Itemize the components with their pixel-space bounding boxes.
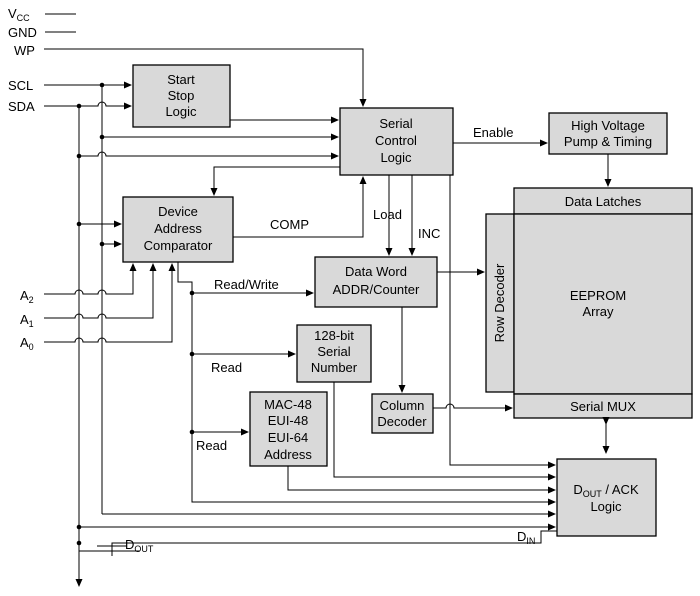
pin-wp-label: WP (14, 43, 35, 58)
read-write-label: Read/Write (214, 277, 279, 292)
svg-text:Address: Address (264, 447, 312, 462)
read-label-mac: Read (196, 438, 227, 453)
svg-text:Comparator: Comparator (144, 238, 213, 253)
start-stop-logic-block: Start Stop Logic (132, 64, 231, 128)
dout-wire (111, 530, 557, 556)
sda-to-control-wire (79, 151, 339, 160)
column-decoder-to-mux-wire (433, 403, 513, 412)
inc-label: INC (418, 226, 440, 241)
junction-dot (76, 103, 82, 109)
junction-dot (99, 241, 105, 247)
din-label: DIN (517, 529, 535, 546)
svg-text:Device: Device (158, 204, 198, 219)
comp-label: COMP (270, 217, 309, 232)
eeprom-label-1: EEPROM (570, 288, 626, 303)
pin-scl-label: SCL (8, 78, 33, 93)
sda-wire (44, 101, 132, 110)
pin-a0-label: A0 (20, 335, 34, 352)
serial-mux-label: Serial MUX (570, 399, 636, 414)
svg-text:Stop: Stop (168, 88, 195, 103)
high-voltage-pump-block: High Voltage Pump & Timing (548, 112, 668, 155)
eeprom-array-block (513, 213, 693, 395)
junction-dot (76, 153, 82, 159)
row-decoder-label: Row Decoder (492, 263, 507, 342)
enable-label: Enable (473, 125, 513, 140)
svg-text:Pump & Timing: Pump & Timing (564, 134, 652, 149)
junction-dot (76, 540, 82, 546)
pin-a1-label: A1 (20, 312, 34, 329)
svg-text:Logic: Logic (590, 499, 622, 514)
svg-text:128-bit: 128-bit (314, 328, 354, 343)
svg-text:Logic: Logic (165, 104, 197, 119)
data-latches-label: Data Latches (565, 194, 642, 209)
pin-a2-label: A2 (20, 288, 34, 305)
junction-dot (99, 134, 105, 140)
junction-dot (189, 290, 195, 296)
control-to-dout-wire (449, 175, 556, 469)
serial-control-logic-block: Serial Control Logic (339, 107, 454, 176)
junction-dot (76, 524, 82, 530)
junction-dot (189, 429, 195, 435)
junction-dot (76, 221, 82, 227)
svg-text:Start: Start (167, 72, 195, 87)
data-word-counter-block: Data Word ADDR/Counter (314, 256, 438, 308)
eeprom-label-2: Array (582, 304, 614, 319)
comp-wire (233, 176, 367, 238)
pin-gnd-label: GND (8, 25, 37, 40)
device-to-dout-wire (177, 262, 556, 506)
load-label: Load (373, 207, 402, 222)
a1-wire (44, 263, 157, 319)
serial-number-to-dout-wire (333, 382, 556, 481)
junction-dot (189, 351, 195, 357)
junction-dot (99, 82, 105, 88)
svg-text:Address: Address (154, 221, 202, 236)
pin-sda-label: SDA (8, 99, 35, 114)
mac-to-dout-wire (287, 466, 556, 494)
serial-number-block: 128-bit Serial Number (296, 324, 372, 383)
wp-wire (44, 48, 367, 107)
svg-text:ADDR/Counter: ADDR/Counter (333, 282, 420, 297)
svg-text:EUI-48: EUI-48 (268, 413, 308, 428)
data-latches-block (513, 187, 693, 215)
svg-text:MAC-48: MAC-48 (264, 397, 312, 412)
svg-text:Decoder: Decoder (377, 414, 427, 429)
read-label-serial: Read (211, 360, 242, 375)
svg-text:Number: Number (311, 360, 358, 375)
dout-label: DOUT (125, 537, 154, 554)
eeprom-assembly: Row Decoder Data Latches EEPROM Array Se… (485, 187, 693, 419)
svg-text:High Voltage: High Voltage (571, 118, 645, 133)
svg-text:Data Word: Data Word (345, 264, 407, 279)
svg-text:Control: Control (375, 133, 417, 148)
svg-text:Logic: Logic (380, 150, 412, 165)
pin-vcc-label: VCC (8, 6, 30, 23)
svg-text:Column: Column (380, 398, 425, 413)
device-address-comparator-block: Device Address Comparator (122, 196, 234, 263)
a0-wire (44, 263, 176, 343)
a2-wire (44, 263, 137, 295)
svg-text:Serial: Serial (379, 116, 412, 131)
dout-ack-logic-block: DOUT / ACK Logic (556, 458, 657, 537)
svg-text:Serial: Serial (317, 344, 350, 359)
svg-text:EUI-64: EUI-64 (268, 430, 308, 445)
mac-address-block: MAC-48 EUI-48 EUI-64 Address (249, 391, 328, 467)
control-to-device-wire (210, 166, 340, 196)
column-decoder-block: Column Decoder (371, 393, 434, 434)
output-transistor-symbol (75, 543, 140, 587)
svg-text:DOUT / ACK: DOUT / ACK (573, 482, 639, 499)
